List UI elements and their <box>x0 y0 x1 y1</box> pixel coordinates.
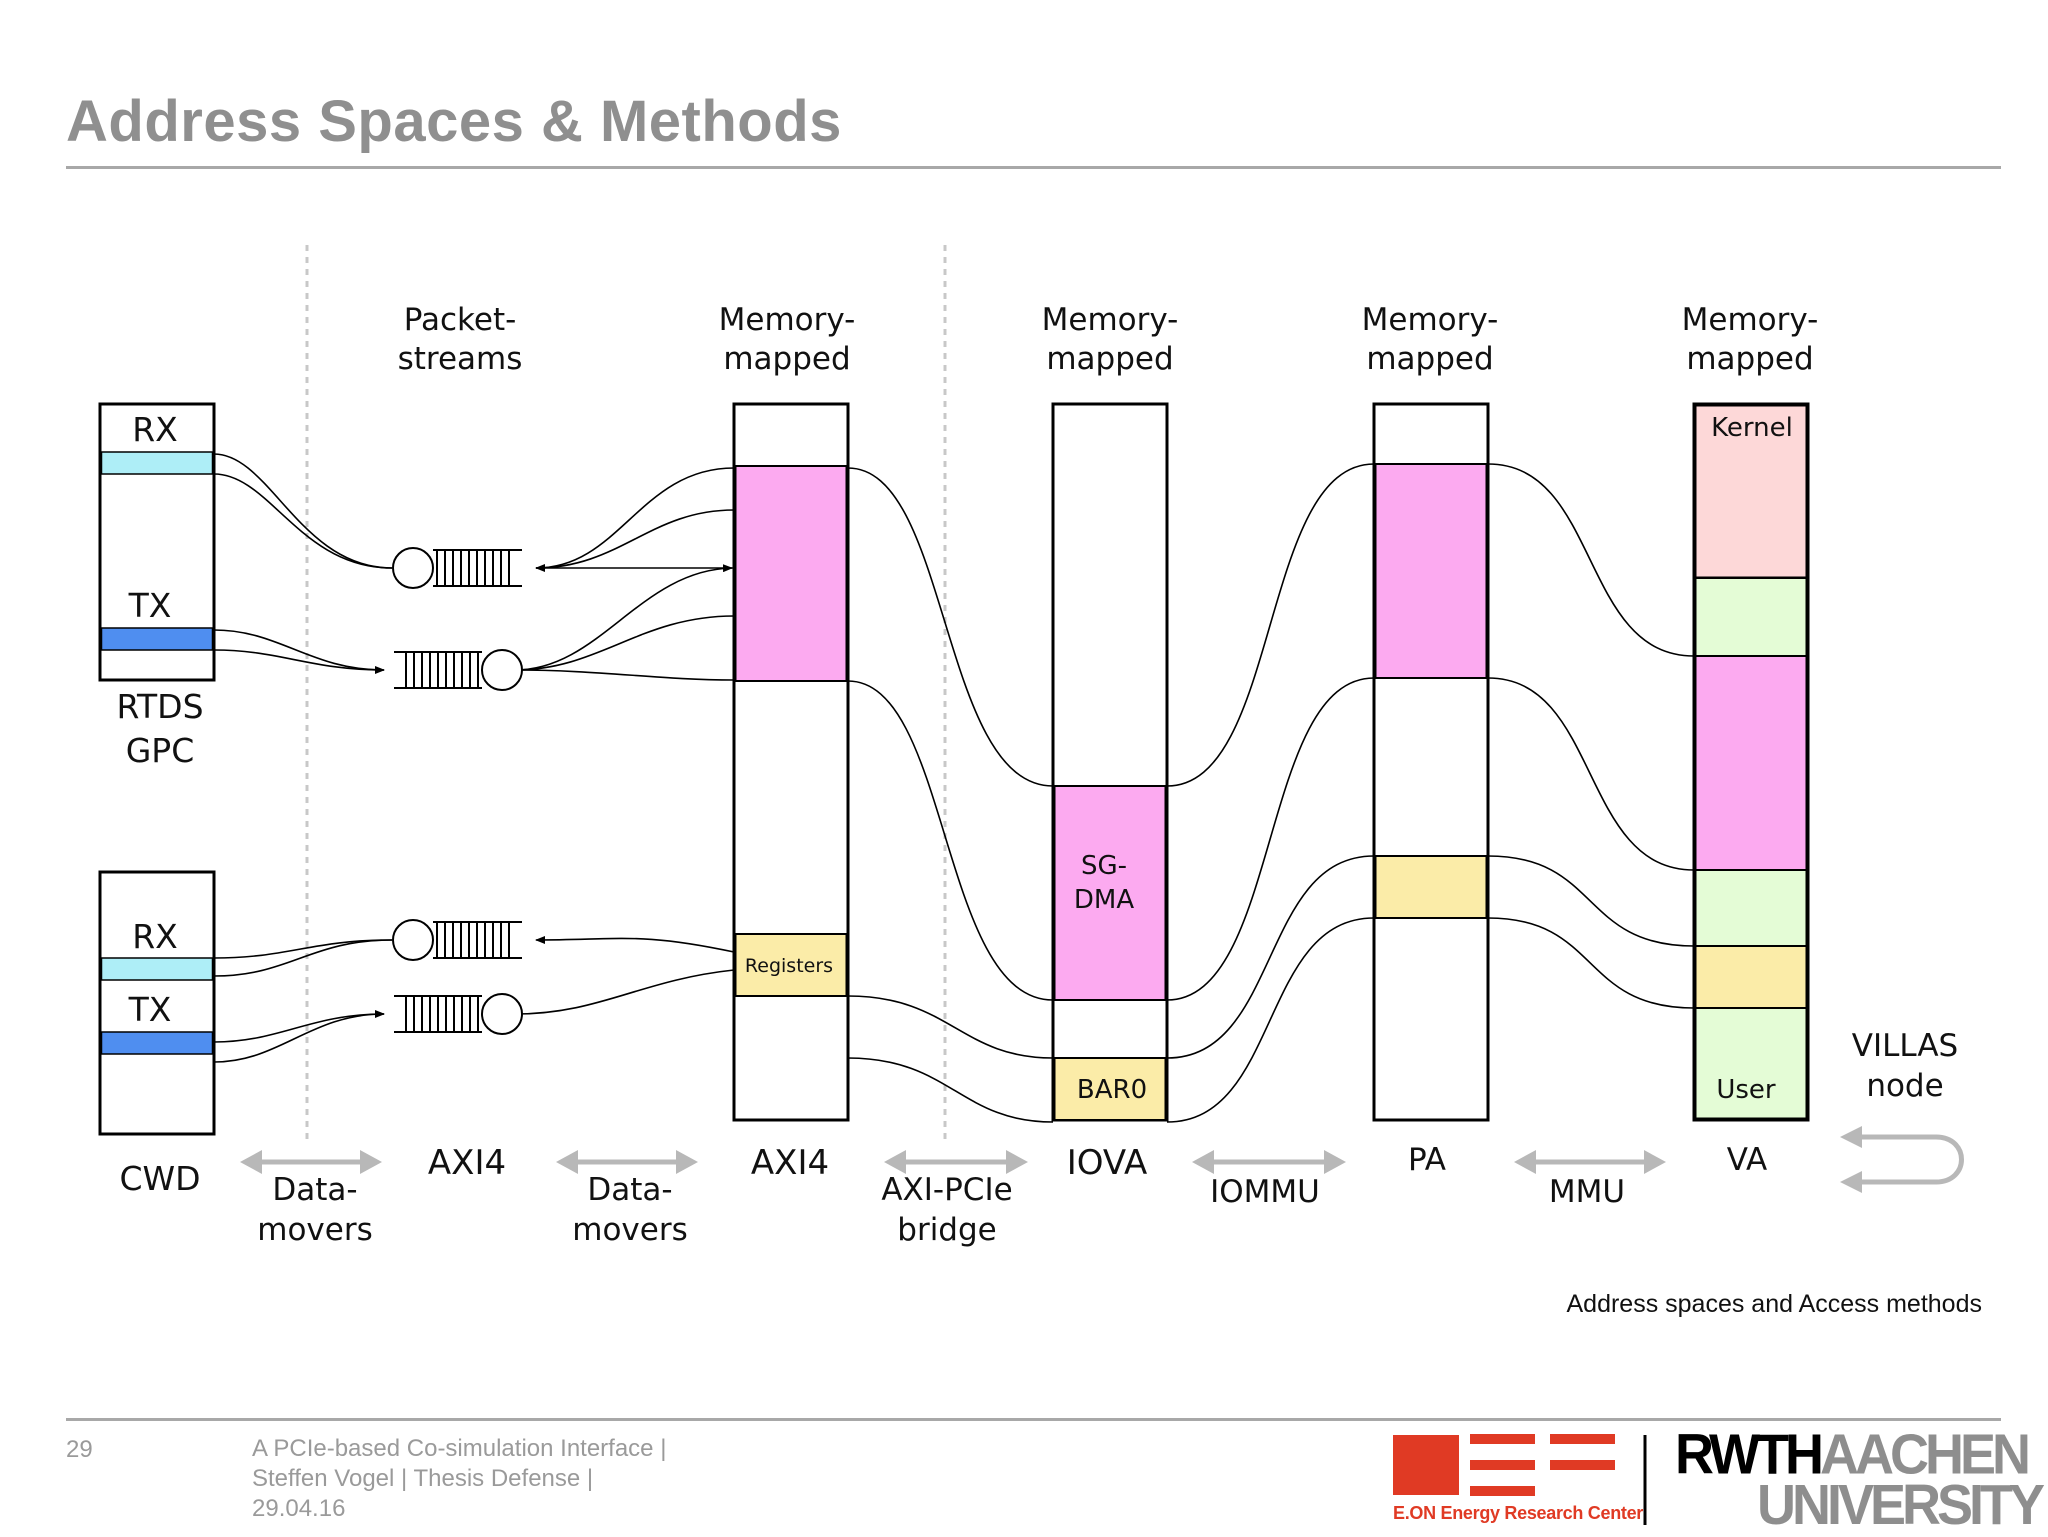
header-pa-mm-2: mapped <box>1366 341 1493 377</box>
slide-title: Address Spaces & Methods <box>66 89 842 154</box>
header-va-mm-1: Memory- <box>1682 302 1819 338</box>
rtds-rx-buffer <box>100 451 214 475</box>
arrow-datamovers-1 <box>240 1150 382 1174</box>
rtds-label-2: GPC <box>126 731 195 770</box>
va-label: VA <box>1727 1142 1767 1178</box>
footer-divider <box>66 1418 2001 1421</box>
header-iova-mm-2: mapped <box>1046 341 1173 377</box>
rtds-tx-buffer <box>100 627 214 651</box>
va-dma-region <box>1694 655 1808 871</box>
va-memory-column <box>1692 402 1810 1122</box>
page-number: 29 <box>66 1436 93 1463</box>
queue-rtds-out <box>394 649 523 691</box>
va-user-gap-1 <box>1694 577 1808 657</box>
villas-line1: VILLAS <box>1852 1028 1959 1064</box>
bottom-arrows <box>240 1126 1964 1193</box>
title-divider <box>66 166 2001 169</box>
sgdma-label-1: SG- <box>1081 851 1127 881</box>
rwth-logo-rwth: RWTH <box>1675 1423 1824 1487</box>
mmu-label: MMU <box>1549 1174 1625 1210</box>
rtds-block <box>98 402 216 682</box>
axi-registers-region <box>734 933 848 997</box>
pa-memory-column <box>1372 402 1490 1122</box>
arrow-datamovers-2 <box>556 1150 698 1174</box>
registers-label: Registers <box>745 955 833 977</box>
rtds-rx-label: RX <box>132 410 178 449</box>
header-streams-1: Packet- <box>404 302 517 338</box>
va-bar-region <box>1694 945 1808 1009</box>
footer-line-3: 29.04.16 <box>252 1495 346 1522</box>
footer-info: A PCIe-based Co-simulation Interface | S… <box>252 1434 666 1524</box>
iova-bar0-region <box>1053 1057 1167 1121</box>
rwth-logo: RWTHAACHEN UNIVERSITY <box>1675 1426 2045 1537</box>
bridge-line1: AXI-PCIe <box>881 1172 1012 1208</box>
kernel-label: Kernel <box>1711 413 1793 443</box>
queue-cwd-out <box>394 993 523 1035</box>
axi-stream-region <box>734 465 848 682</box>
iova-sgdma-region <box>1053 785 1167 1001</box>
iommu-label: IOMMU <box>1210 1174 1320 1210</box>
rtds-label-1: RTDS <box>116 687 203 726</box>
figure-caption: Address spaces and Access methods <box>1566 1290 1982 1318</box>
cwd-label: CWD <box>119 1159 200 1198</box>
pa-label: PA <box>1408 1142 1446 1178</box>
cwd-tx-label: TX <box>128 990 172 1029</box>
footer-line-1: A PCIe-based Co-simulation Interface | <box>252 1435 667 1462</box>
footer-line-2: Steffen Vogel | Thesis Defense | <box>252 1465 594 1492</box>
cwd-tx-buffer <box>100 1031 214 1055</box>
axi4-mm-label: AXI4 <box>751 1143 829 1183</box>
header-streams-2: streams <box>398 341 523 377</box>
va-kernel-region <box>1694 404 1808 579</box>
va-user-region <box>1694 1007 1808 1120</box>
bridge-line2: bridge <box>897 1212 996 1248</box>
cwd-block <box>98 870 216 1136</box>
sgdma-label-2: DMA <box>1074 885 1134 915</box>
rwth-logo-aachen: AACHEN <box>1819 1423 2031 1487</box>
pa-dma-region <box>1374 463 1488 679</box>
eon-logo-text: E.ON Energy Research Center <box>1393 1503 1643 1523</box>
rtds-tx-label: TX <box>128 586 172 625</box>
datamovers1-line2: movers <box>257 1212 372 1248</box>
villas-line2: node <box>1866 1068 1943 1104</box>
header-axi-mm-2: mapped <box>723 341 850 377</box>
user-label: User <box>1716 1075 1776 1105</box>
arrow-mmu <box>1514 1150 1666 1174</box>
pa-bar-region <box>1374 855 1488 919</box>
rwth-logo-university: UNIVERSITY <box>1757 1473 2045 1537</box>
bar0-label: BAR0 <box>1077 1075 1147 1105</box>
header-va-mm-2: mapped <box>1686 341 1813 377</box>
villas-return-arrow <box>1840 1126 1964 1193</box>
axi4-stream-label: AXI4 <box>428 1143 506 1183</box>
arrow-iommu <box>1192 1150 1346 1174</box>
queue-cwd-in <box>392 919 522 961</box>
queue-rtds-in <box>392 547 522 589</box>
header-pa-mm-1: Memory- <box>1362 302 1499 338</box>
datamovers2-line1: Data- <box>587 1172 672 1208</box>
cwd-rx-buffer <box>100 957 214 981</box>
header-axi-mm-1: Memory- <box>719 302 856 338</box>
axi-memory-column <box>732 402 850 1122</box>
arrow-bridge <box>884 1150 1028 1174</box>
iova-memory-column <box>1051 402 1169 1122</box>
cwd-rx-label: RX <box>132 917 178 956</box>
datamovers2-line2: movers <box>572 1212 687 1248</box>
connection-curves <box>213 453 1695 1123</box>
eon-logo <box>1393 1434 1615 1496</box>
va-user-gap-2 <box>1694 869 1808 947</box>
header-iova-mm-1: Memory- <box>1042 302 1179 338</box>
iova-label: IOVA <box>1067 1143 1148 1183</box>
datamovers1-line1: Data- <box>272 1172 357 1208</box>
